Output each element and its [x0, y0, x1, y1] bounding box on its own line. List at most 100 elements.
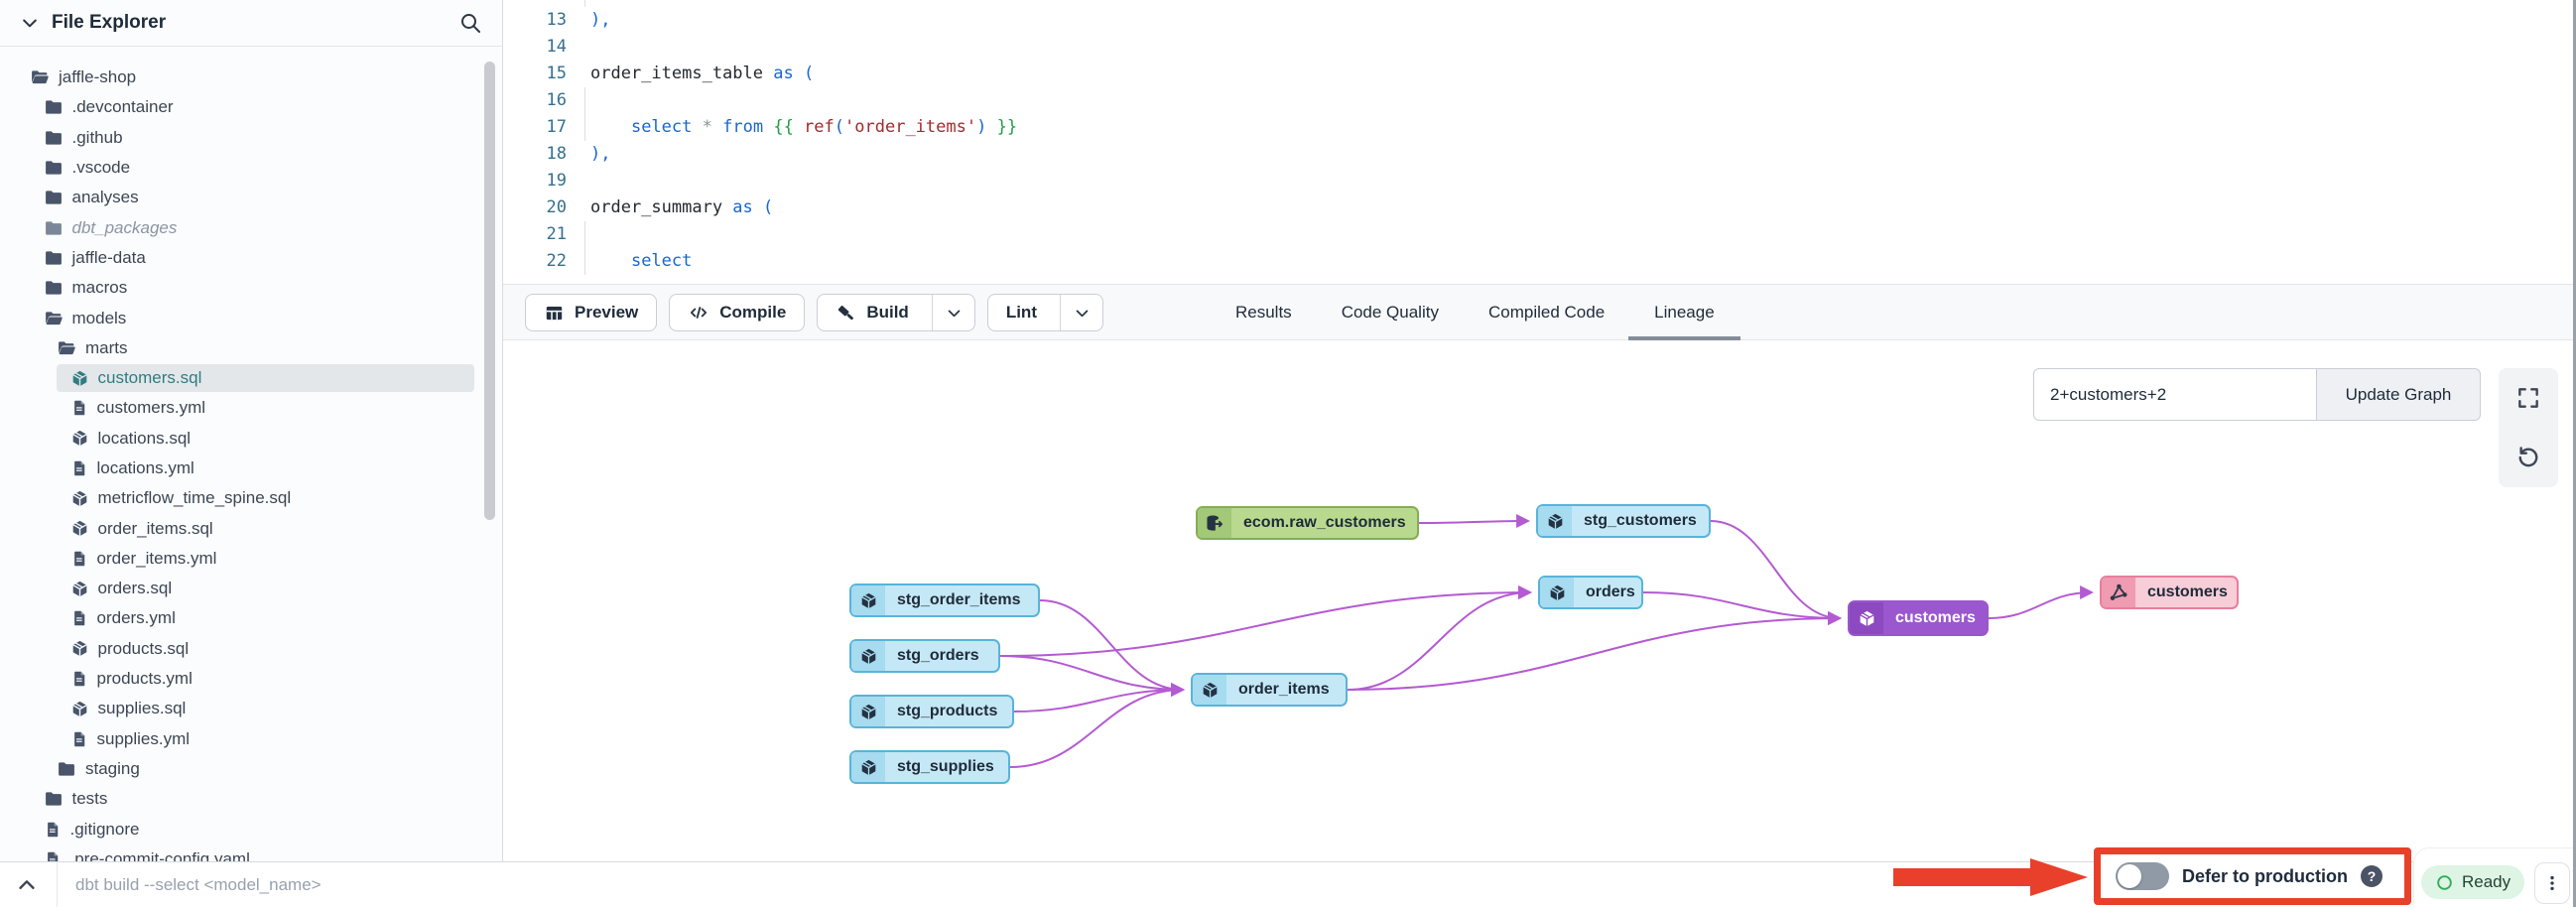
- status-badge[interactable]: Ready: [2421, 865, 2524, 899]
- chevron-up-icon[interactable]: [16, 874, 38, 896]
- lineage-node-stg-orders[interactable]: stg_orders: [849, 639, 1000, 673]
- line-number: 22: [504, 248, 567, 275]
- lint-button[interactable]: Lint: [987, 294, 1103, 331]
- code-line-21[interactable]: 21: [504, 221, 2576, 248]
- tree-item--vscode[interactable]: .vscode: [0, 153, 502, 183]
- status-label: Ready: [2462, 872, 2511, 892]
- code-icon: [688, 302, 709, 324]
- lineage-node-customers-exposure[interactable]: customers: [2100, 576, 2239, 609]
- lineage-edge-customers-to-customers_exposure: [1989, 592, 2092, 618]
- folder-icon: [44, 218, 64, 238]
- tree-item--pre-commit-config-yaml[interactable]: .pre-commit-config.yaml: [0, 844, 502, 861]
- lineage-node-stg-customers[interactable]: stg_customers: [1536, 504, 1711, 538]
- file-icon: [70, 608, 88, 628]
- lineage-node-stg-order-items[interactable]: stg_order_items: [849, 584, 1040, 617]
- code-line-17[interactable]: 17 select * from {{ ref('order_items') }…: [504, 114, 2576, 141]
- tree-item-locations-yml[interactable]: locations.yml: [0, 454, 502, 483]
- node-label: stg_orders: [885, 641, 991, 671]
- tab-lineage[interactable]: Lineage: [1654, 285, 1715, 339]
- lineage-node-stg-products[interactable]: stg_products: [849, 695, 1014, 728]
- red-highlight-box: Defer to production ?: [2094, 847, 2411, 905]
- preview-button[interactable]: Preview: [525, 294, 657, 331]
- kebab-menu-button[interactable]: [2534, 862, 2570, 904]
- tree-item-products-yml[interactable]: products.yml: [0, 664, 502, 694]
- tab-results[interactable]: Results: [1235, 285, 1292, 339]
- build-button[interactable]: Build: [817, 294, 975, 331]
- indent-guide: [584, 114, 585, 141]
- lineage-selector-input[interactable]: [2033, 368, 2316, 421]
- tree-item-supplies-yml[interactable]: supplies.yml: [0, 724, 502, 754]
- tree-item-locations-sql[interactable]: locations.sql: [0, 424, 502, 454]
- tree-item-supplies-sql[interactable]: supplies.sql: [0, 694, 502, 723]
- tree-item-label: orders.yml: [97, 608, 176, 628]
- lineage-node-order-items[interactable]: order_items: [1191, 673, 1348, 707]
- tree-item-label: jaffle-data: [72, 248, 146, 268]
- tree-item-products-sql[interactable]: products.sql: [0, 634, 502, 664]
- indent-guide: [584, 221, 585, 248]
- node-label: customers: [1883, 602, 1988, 634]
- tree-item-order-items-yml[interactable]: order_items.yml: [0, 544, 502, 574]
- folder-icon: [44, 248, 64, 268]
- panel-title: File Explorer: [52, 12, 166, 34]
- tree-item-order-items-sql[interactable]: order_items.sql: [0, 513, 502, 543]
- tree-item-analyses[interactable]: analyses: [0, 183, 502, 212]
- search-icon[interactable]: [458, 11, 482, 35]
- tree-item-marts[interactable]: marts: [0, 333, 502, 363]
- model-cube-icon: [1850, 602, 1883, 634]
- tree-item-metricflow-time-spine-sql[interactable]: metricflow_time_spine.sql: [0, 483, 502, 513]
- tree-item-jaffle-shop[interactable]: jaffle-shop: [0, 63, 502, 92]
- tree-item--gitignore[interactable]: .gitignore: [0, 814, 502, 843]
- folder-icon: [44, 789, 64, 809]
- tree-item-label: tests: [72, 789, 108, 809]
- reset-icon[interactable]: [2515, 445, 2541, 470]
- tree-item-orders-yml[interactable]: orders.yml: [0, 603, 502, 633]
- tree-item-customers-sql[interactable]: customers.sql: [0, 363, 502, 393]
- result-tabs: Results Code Quality Compiled Code Linea…: [1235, 285, 1715, 339]
- code-line-16[interactable]: 16: [504, 87, 2576, 114]
- tab-compiled-code[interactable]: Compiled Code: [1488, 285, 1605, 339]
- code-line-14[interactable]: 14: [504, 34, 2576, 61]
- tree-item-models[interactable]: models: [0, 303, 502, 332]
- defer-to-production-toggle[interactable]: [2116, 862, 2169, 890]
- code-line-22[interactable]: 22 select: [504, 248, 2576, 275]
- code-line-18[interactable]: 18),: [504, 141, 2576, 168]
- tree-item-macros[interactable]: macros: [0, 273, 502, 303]
- build-dropdown-button[interactable]: [932, 295, 963, 330]
- tree-item-orders-sql[interactable]: orders.sql: [0, 574, 502, 603]
- update-graph-button[interactable]: Update Graph: [2316, 368, 2481, 421]
- chevron-down-icon[interactable]: [20, 13, 40, 33]
- lint-dropdown-button[interactable]: [1060, 295, 1091, 330]
- code-line-13[interactable]: 13),: [504, 7, 2576, 34]
- tree-item-label: orders.sql: [98, 579, 173, 598]
- line-number: 20: [504, 195, 567, 221]
- lineage-node-orders[interactable]: orders: [1538, 576, 1643, 609]
- lineage-edge-stg_supplies-to-order_items: [1010, 690, 1183, 767]
- folder-icon: [44, 97, 64, 117]
- tab-code-quality[interactable]: Code Quality: [1342, 285, 1439, 339]
- tree-item-label: .devcontainer: [72, 97, 174, 117]
- lineage-node-customers[interactable]: customers: [1848, 600, 1989, 636]
- tree-scrollbar[interactable]: [484, 62, 495, 520]
- tree-item-customers-yml[interactable]: customers.yml: [0, 393, 502, 423]
- tree-item-staging[interactable]: staging: [0, 754, 502, 784]
- fullscreen-icon[interactable]: [2515, 385, 2541, 411]
- tree-item-dbt-packages[interactable]: dbt_packages: [0, 212, 502, 242]
- tree-item-label: order_items.sql: [98, 519, 213, 539]
- tree-item-jaffle-data[interactable]: jaffle-data: [0, 243, 502, 273]
- lineage-edge-orders-to-customers: [1643, 592, 1840, 618]
- lineage-node-stg-supplies[interactable]: stg_supplies: [849, 750, 1010, 784]
- compile-button[interactable]: Compile: [669, 294, 805, 331]
- preview-label: Preview: [575, 303, 638, 323]
- code-line-19[interactable]: 19: [504, 168, 2576, 195]
- tree-item--devcontainer[interactable]: .devcontainer: [0, 92, 502, 122]
- tree-item-tests[interactable]: tests: [0, 784, 502, 814]
- help-icon[interactable]: ?: [2361, 865, 2383, 887]
- lineage-edge-stg_orders-to-orders: [1000, 592, 1530, 656]
- lineage-node-ecom-raw-customers[interactable]: ecom.raw_customers: [1196, 506, 1419, 540]
- tree-item--github[interactable]: .github: [0, 123, 502, 153]
- code-line-12[interactable]: 12: [504, 0, 2576, 7]
- command-input[interactable]: dbt build --select <model_name>: [75, 862, 322, 908]
